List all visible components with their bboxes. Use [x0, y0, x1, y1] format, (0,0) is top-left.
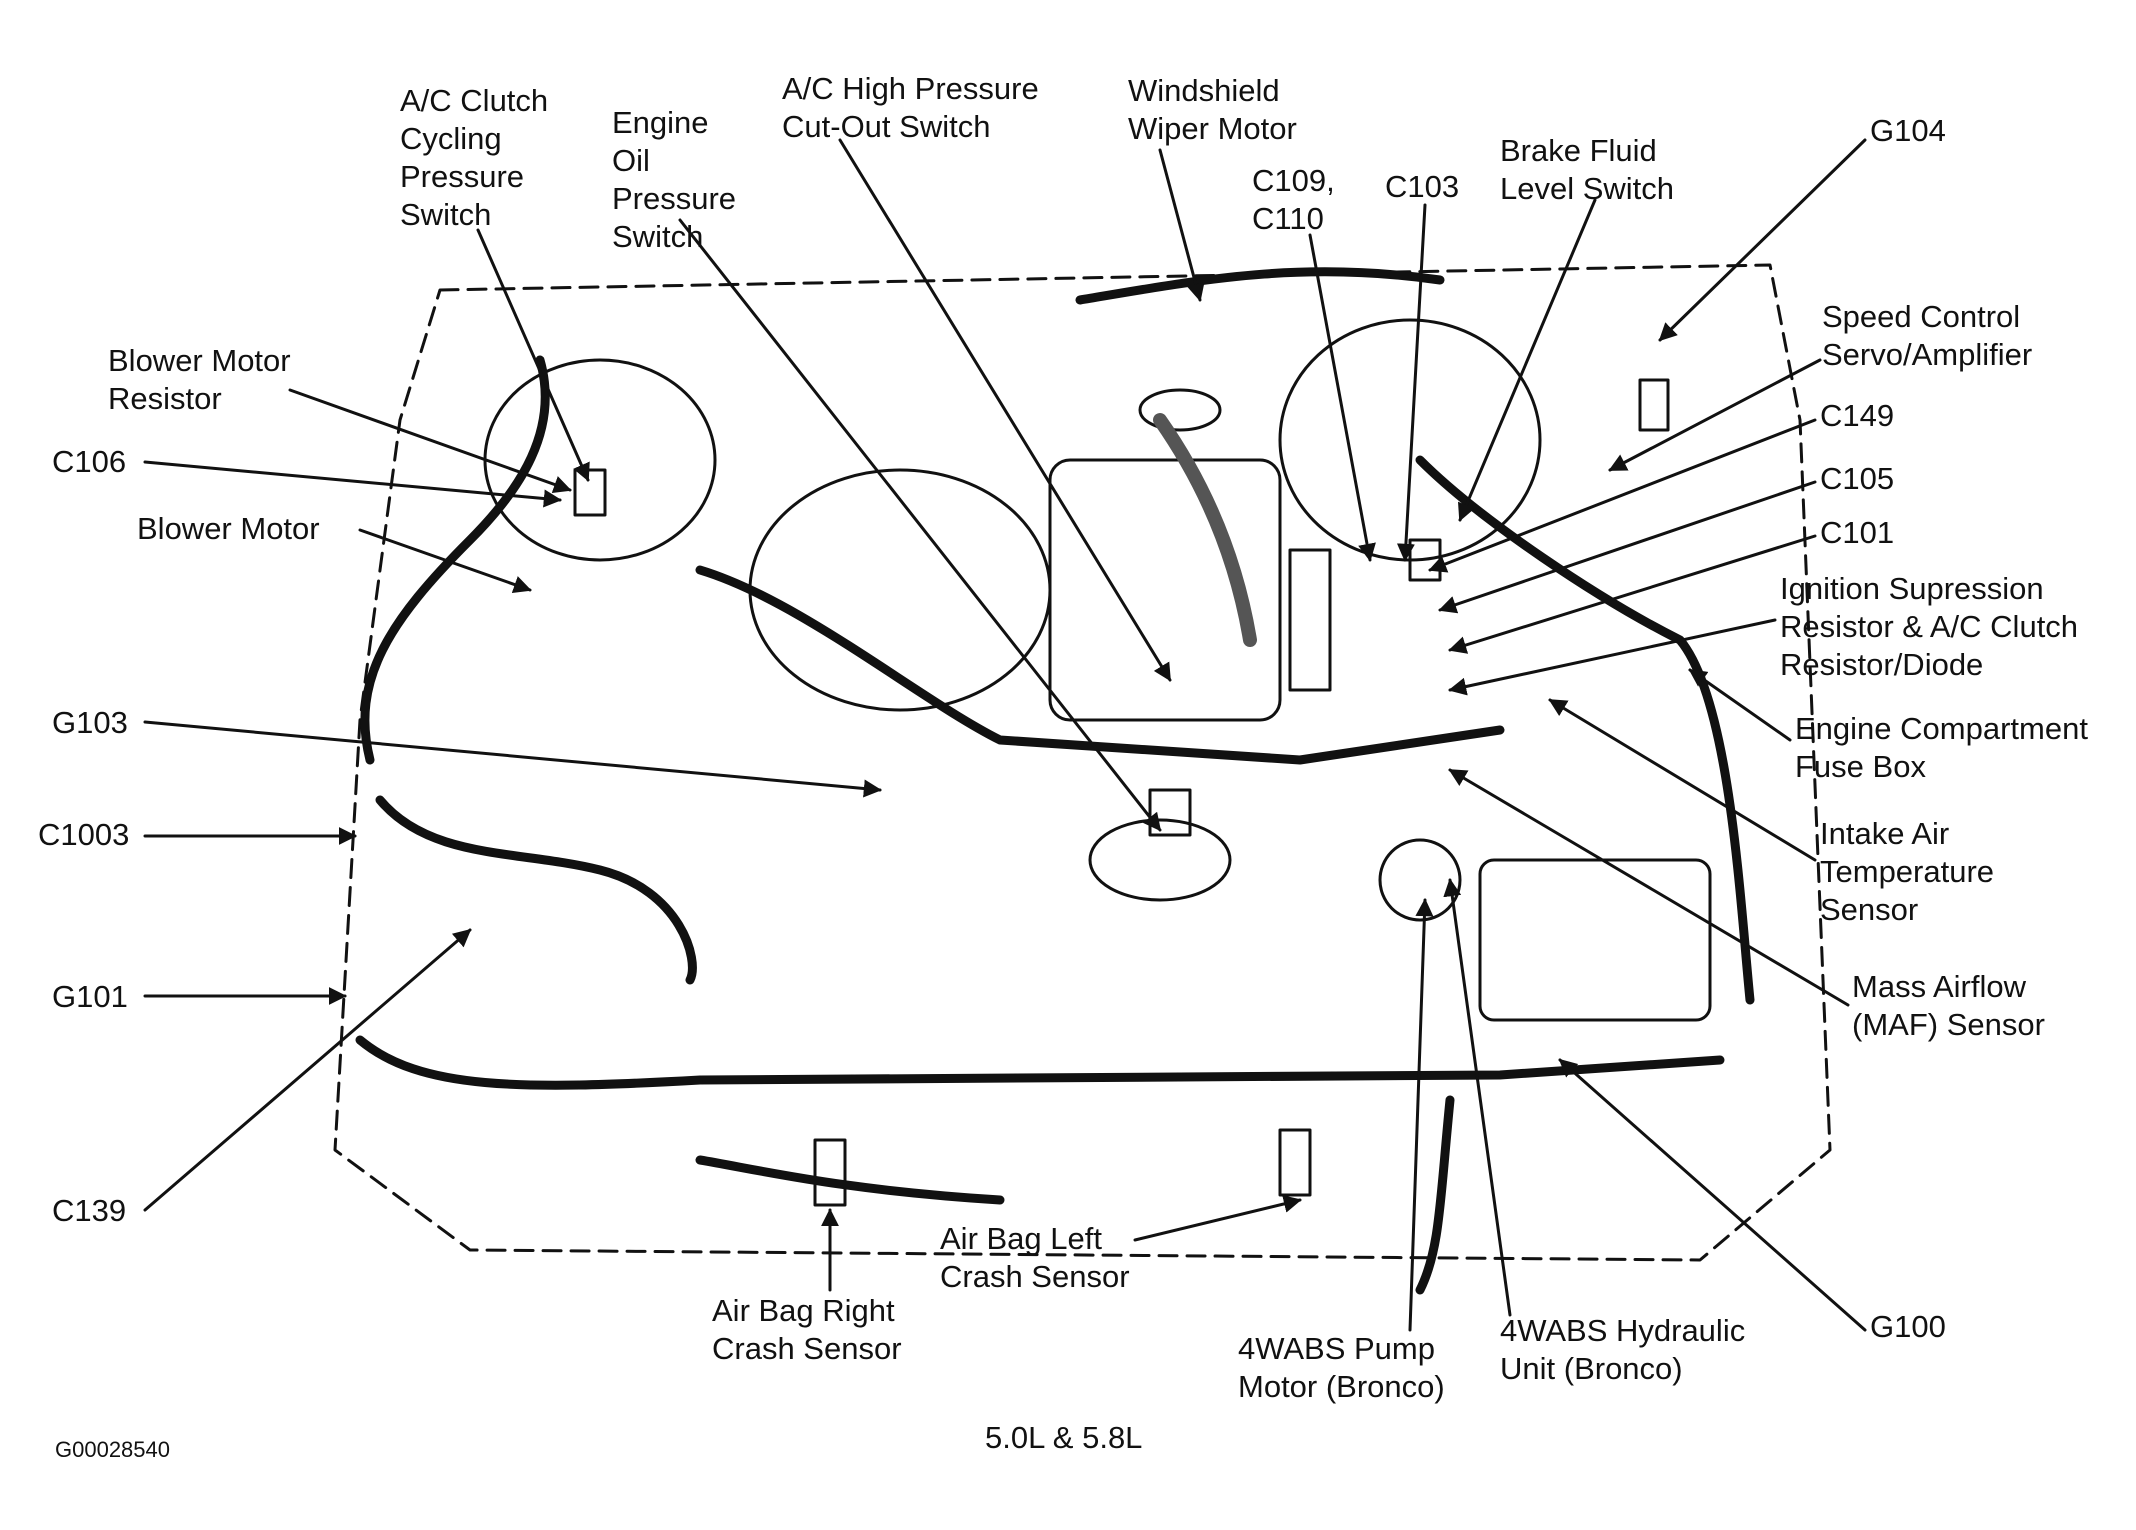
- leader-engine-oil-pressure: [678, 218, 1162, 832]
- center-harness: [695, 565, 1505, 765]
- leader-c101: [1448, 534, 1817, 654]
- leader-ac-high-pressure: [838, 138, 1172, 682]
- label-c101: C101: [1820, 515, 1895, 550]
- abs-pump-shape: [1378, 838, 1462, 922]
- label-c1003: C1003: [38, 817, 130, 852]
- label-g100: G100: [1870, 1309, 1946, 1344]
- left-rising-harness: [360, 355, 550, 765]
- fuse-box-shape: [1478, 858, 1712, 1022]
- label-c149: C149: [1820, 398, 1895, 433]
- label-blower-motor: Blower Motor: [137, 511, 320, 546]
- leader-windshield-wiper: [1158, 148, 1205, 302]
- label-c109-c110: C109,C110: [1252, 163, 1335, 236]
- airbag-harness: [695, 1155, 1005, 1205]
- leader-airbag-left: [1133, 1195, 1302, 1242]
- leader-abs-pump: [1408, 898, 1434, 1332]
- abs-harness: [1415, 1095, 1455, 1295]
- label-c103: C103: [1385, 169, 1460, 204]
- label-g101: G101: [52, 979, 128, 1014]
- label-c106: C106: [52, 444, 127, 479]
- diagram-caption: 5.0L & 5.8L: [985, 1420, 1143, 1455]
- leader-blower-resistor: [288, 388, 572, 494]
- label-c105: C105: [1820, 461, 1895, 496]
- label-mass-airflow-sensor: Mass Airflow(MAF) Sensor: [1852, 969, 2045, 1042]
- figure-id: G00028540: [55, 1437, 170, 1462]
- leader-intake-air-temp: [1548, 698, 1817, 862]
- front-harness: [355, 1035, 1725, 1090]
- leader-lines: [143, 138, 1867, 1332]
- leader-brake-fluid: [1458, 198, 1597, 522]
- coil-spring: [1288, 548, 1332, 692]
- leader-g100: [1558, 1058, 1867, 1332]
- leader-ignition-supression: [1448, 618, 1777, 696]
- label-c139: C139: [52, 1193, 127, 1228]
- left-harness: [375, 795, 697, 985]
- leader-fuse-box: [1688, 668, 1792, 742]
- blower-housing: [483, 358, 717, 562]
- hose: [1153, 413, 1257, 647]
- leader-c105: [1438, 480, 1817, 614]
- leader-c103: [1396, 203, 1427, 562]
- leader-c106: [143, 460, 562, 508]
- throttle-body: [1088, 818, 1232, 902]
- compartment-outline: [333, 263, 1832, 1262]
- intake-manifold: [1048, 458, 1282, 722]
- leader-abs-hydraulic: [1443, 878, 1512, 1317]
- leader-c109-c110: [1308, 233, 1376, 562]
- upper-harness: [1075, 267, 1445, 305]
- reservoir-cap: [1138, 388, 1222, 432]
- leader-g104: [1658, 138, 1867, 342]
- leader-c149: [1428, 418, 1817, 573]
- leader-c139: [143, 928, 472, 1212]
- leader-blower-motor: [358, 528, 532, 594]
- leader-g103: [143, 720, 882, 798]
- label-g103: G103: [52, 705, 128, 740]
- leader-ac-clutch-cycling: [476, 228, 590, 482]
- label-g104: G104: [1870, 113, 1946, 148]
- leader-maf-sensor: [1448, 768, 1850, 1007]
- leader-speed-control: [1608, 358, 1822, 472]
